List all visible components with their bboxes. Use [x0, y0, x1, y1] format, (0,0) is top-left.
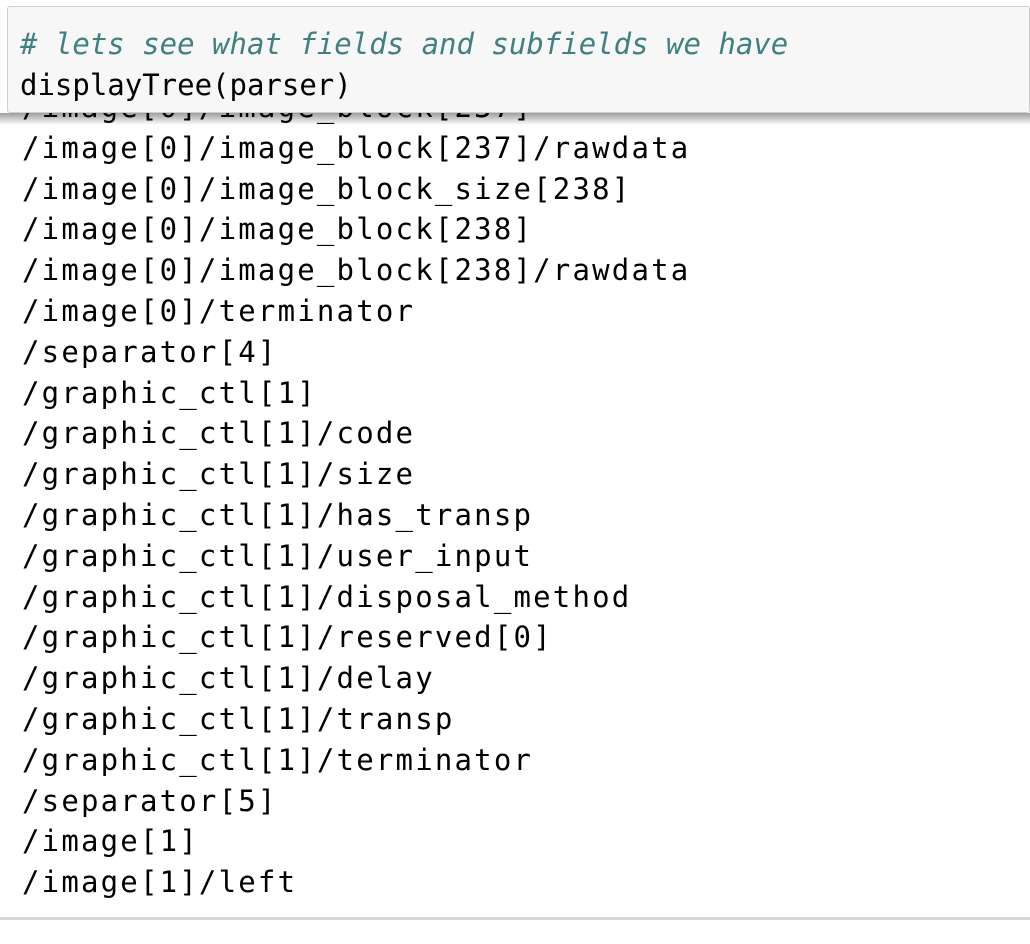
scroll-shadow [0, 113, 1030, 125]
output-line: /graphic_ctl[1]/code [22, 416, 416, 451]
output-line: /graphic_ctl[1]/delay [22, 661, 435, 696]
output-line: /image[0]/terminator [22, 293, 416, 328]
output-line: /separator[5] [22, 783, 278, 818]
output-line: /graphic_ctl[1]/has_transp [22, 497, 534, 532]
output-line: /graphic_ctl[1]/user_input [22, 538, 534, 573]
output-line: /image[1]/left [22, 865, 298, 900]
output-line: /image[0]/image_block[238]/rawdata [22, 253, 691, 288]
output-line: /graphic_ctl[1] [22, 375, 317, 410]
output-line: /separator[4] [22, 334, 278, 369]
output-line: /graphic_ctl[1]/transp [22, 701, 455, 736]
output-line: /image[0]/image_block[238] [22, 212, 534, 247]
output-bottom-divider [0, 917, 1030, 920]
code-comment: # lets see what fields and subfields we … [20, 27, 789, 61]
output-line: /image[0]/image_block[237]/rawdata [22, 130, 691, 165]
output-line: /graphic_ctl[1]/terminator [22, 742, 534, 777]
output-lines: /image[0]/image_block[237] /image[0]/ima… [22, 113, 690, 903]
output-line: /image[0]/image_block[237] [22, 113, 690, 128]
output-line: /graphic_ctl[1]/reserved[0] [22, 620, 553, 655]
code-statement: displayTree(parser) [20, 68, 352, 102]
output-line: /graphic_ctl[1]/disposal_method [22, 579, 632, 614]
code-input-cell[interactable]: # lets see what fields and subfields we … [7, 6, 1030, 113]
output-area[interactable]: /image[0]/image_block[237] /image[0]/ima… [0, 113, 1030, 919]
output-line: /image[0]/image_block_size[238] [22, 171, 632, 206]
output-line: /image[1] [22, 824, 199, 859]
output-line: /graphic_ctl[1]/size [22, 457, 416, 492]
